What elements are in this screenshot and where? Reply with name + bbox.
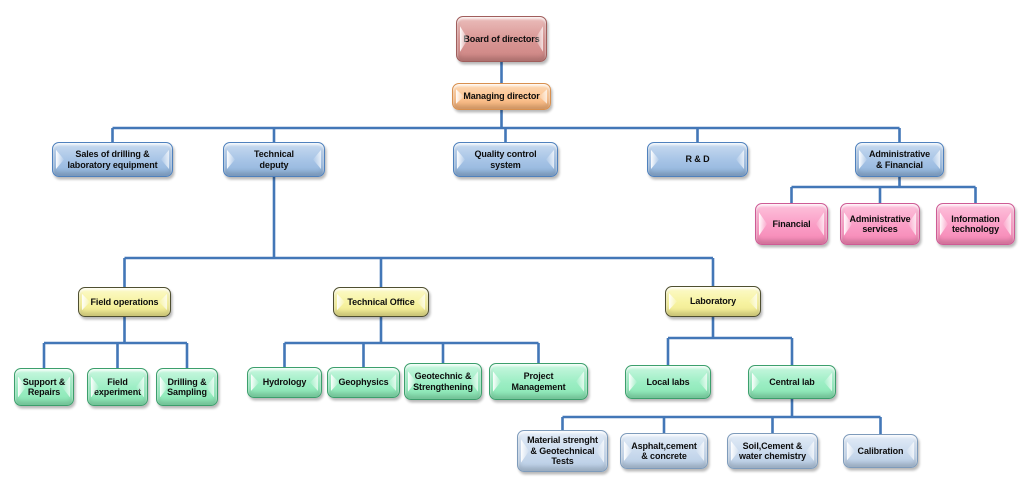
node-label: Asphalt,cement & concrete [631, 440, 697, 461]
node-label: Sales of drilling & laboratory equipment [67, 149, 158, 170]
node-label: Laboratory [689, 296, 736, 307]
org-node-technical-deputy: Technical deputy [223, 142, 325, 177]
node-label: Field operations [90, 296, 159, 307]
org-node-admin-financial: Administrative & Financial [855, 142, 944, 177]
node-label: Managing director [463, 91, 540, 102]
org-node-geotechnic: Geotechnic & Strengthening [404, 363, 482, 400]
org-node-financial: Financial [755, 203, 828, 245]
node-label: Board of directors [463, 33, 540, 44]
org-node-drilling-sampling: Drilling & Sampling [156, 368, 218, 406]
node-label: Drilling & Sampling [167, 376, 207, 397]
node-label: Central lab [769, 376, 815, 387]
node-label: Administrative services [849, 213, 911, 234]
node-label: Technical Office [347, 296, 415, 307]
org-node-quality-control: Quality control system [453, 142, 558, 177]
node-label: Field experiment [93, 376, 142, 397]
org-node-central-lab: Central lab [748, 365, 836, 399]
org-node-admin-services: Administrative services [840, 203, 920, 245]
org-node-technical-office: Technical Office [333, 287, 429, 317]
node-label: Support & Repairs [22, 376, 66, 397]
org-node-information-tech: Information technology [936, 203, 1015, 245]
org-node-asphalt-cement: Asphalt,cement & concrete [620, 433, 708, 469]
node-label: Project Management [511, 371, 566, 392]
org-node-r-and-d: R & D [647, 142, 748, 177]
node-label: Information technology [951, 213, 1000, 234]
node-label: R & D [685, 154, 710, 165]
node-label: Financial [772, 218, 811, 229]
org-node-managing-director: Managing director [452, 83, 551, 110]
node-label: Geotechnic & Strengthening [413, 371, 473, 392]
node-label: Geophysics [338, 377, 389, 388]
org-node-geophysics: Geophysics [327, 367, 400, 398]
node-label: Technical deputy [254, 149, 294, 170]
node-label: Quality control system [474, 149, 537, 170]
org-node-laboratory: Laboratory [665, 286, 761, 317]
node-label: Local labs [646, 376, 690, 387]
org-node-calibration: Calibration [843, 434, 918, 468]
org-node-board-of-directors: Board of directors [456, 16, 547, 62]
org-node-material-tests: Material strenght & Geotechnical Tests [517, 430, 608, 472]
node-label: Soil,Cement & water chemistry [738, 440, 807, 461]
org-node-project-management: Project Management [489, 363, 588, 400]
org-node-field-experiment: Field experiment [87, 368, 148, 406]
node-label: Calibration [857, 445, 904, 456]
org-node-soil-cement: Soil,Cement & water chemistry [727, 433, 818, 469]
org-node-hydrology: Hydrology [247, 367, 322, 398]
node-label: Hydrology [262, 377, 307, 388]
org-node-support-repairs: Support & Repairs [14, 368, 74, 406]
org-node-sales: Sales of drilling & laboratory equipment [52, 142, 173, 177]
node-label: Material strenght & Geotechnical Tests [527, 435, 598, 467]
org-node-local-labs: Local labs [625, 365, 711, 399]
node-label: Administrative & Financial [868, 149, 931, 170]
org-node-field-operations: Field operations [78, 287, 171, 317]
